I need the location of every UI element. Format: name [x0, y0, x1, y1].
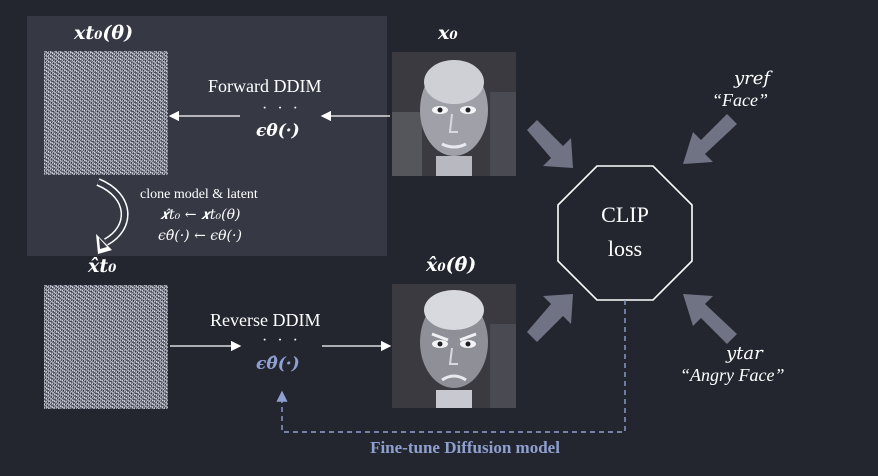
forward-ddim-label: Forward DDIM — [208, 76, 322, 96]
clone-curved-arrow — [96, 178, 129, 254]
latent-noise-image-top — [44, 51, 168, 175]
reverse-dots: · · · — [262, 332, 301, 349]
input-face-image — [392, 52, 516, 176]
eps-hat-label: ϵθ̂(·) — [256, 354, 300, 374]
clip-octagon — [557, 165, 693, 301]
gray-arrows — [527, 114, 737, 344]
y-tar-text: “Angry Face” — [680, 365, 785, 385]
clone-model-eq: ϵθ̂(·) ← ϵθ(·) — [158, 228, 242, 244]
y-ref-label: yref — [734, 68, 771, 89]
forward-dots: · · · — [262, 100, 301, 117]
clone-text: clone model & latent — [140, 187, 258, 202]
clone-latent-eq: 𝒙̂t₀ ← 𝒙t₀(θ) — [160, 207, 241, 223]
label-x-t0-theta: 𝒙t₀(θ) — [74, 22, 134, 44]
edited-face-image — [392, 284, 516, 408]
y-ref-text: “Face” — [712, 90, 768, 110]
finetune-label: Fine-tune Diffusion model — [370, 438, 560, 457]
clip-line-2: loss — [607, 236, 643, 261]
label-x-hat-0: 𝒙̂₀(θ̂) — [426, 254, 477, 276]
reverse-ddim-label: Reverse DDIM — [210, 310, 321, 330]
label-x-hat-t0: 𝒙̂t₀ — [88, 255, 117, 277]
y-tar-label: ytar — [726, 343, 763, 364]
clip-loss-label: CLIP loss — [557, 198, 693, 266]
latent-noise-image-bottom — [44, 285, 168, 409]
label-x0: 𝒙₀ — [438, 22, 458, 44]
clip-line-1: CLIP — [601, 202, 649, 227]
eps-theta-label: ϵθ(·) — [256, 121, 300, 141]
finetune-dashed-path — [276, 300, 626, 433]
